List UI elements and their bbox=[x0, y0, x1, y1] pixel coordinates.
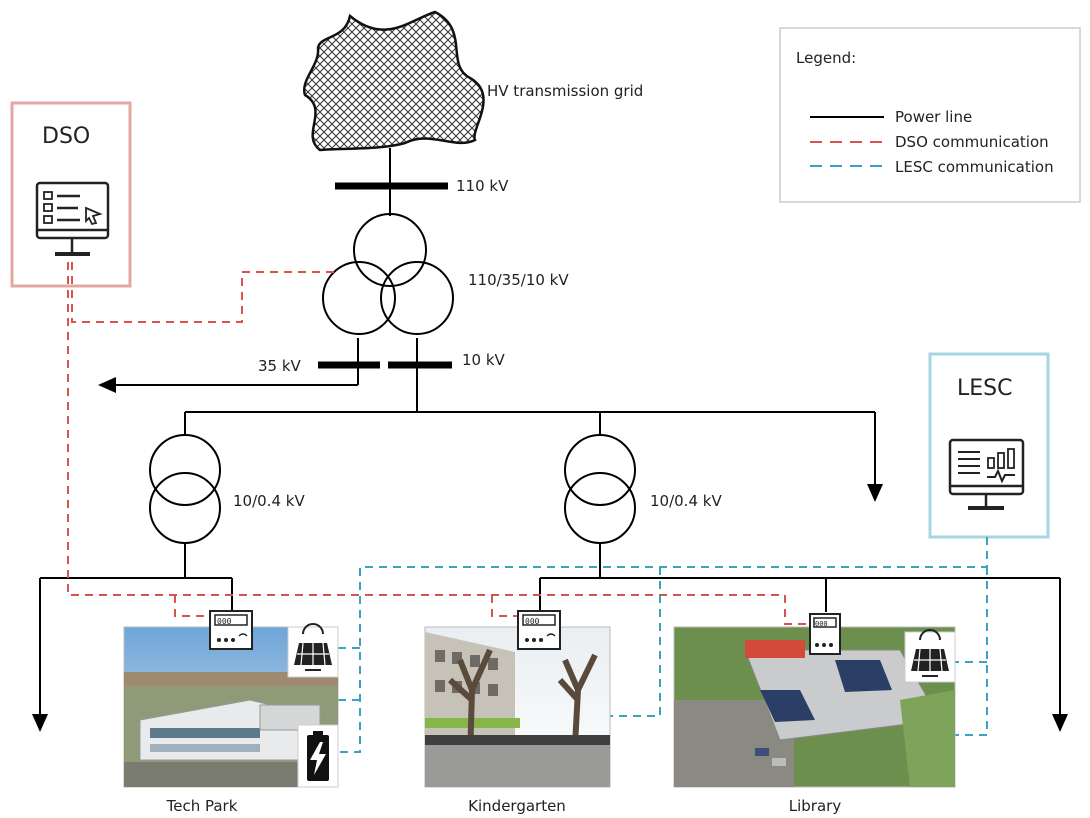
dso-label: DSO bbox=[42, 124, 90, 149]
smart-meter-icon: 000 bbox=[517, 610, 561, 650]
monitor-icon bbox=[35, 181, 110, 256]
battery-icon bbox=[297, 724, 339, 788]
kindergarten-label: Kindergarten bbox=[468, 797, 566, 815]
label-transformer-left: 10/0.4 kV bbox=[233, 492, 305, 510]
legend-title: Legend: bbox=[796, 49, 856, 67]
library-label: Library bbox=[789, 797, 842, 815]
svg-text:000: 000 bbox=[815, 620, 828, 628]
smart-meter-icon: 000 bbox=[209, 610, 253, 650]
legend-item-dso: DSO communication bbox=[895, 133, 1049, 151]
legend: Legend: Power line DSO communication LES… bbox=[779, 27, 1081, 203]
label-35kv: 35 kV bbox=[258, 357, 302, 375]
transformer-right bbox=[564, 434, 636, 544]
legend-item-power: Power line bbox=[895, 108, 972, 126]
hv-grid: HV transmission grid bbox=[302, 10, 643, 152]
site-kindergarten[interactable]: 000 Kindergarten bbox=[424, 610, 611, 815]
dso-communication-lines bbox=[67, 262, 808, 625]
site-library[interactable]: 000 Library bbox=[673, 613, 956, 815]
svg-text:000: 000 bbox=[525, 617, 540, 626]
smart-meter-icon: 000 bbox=[809, 613, 841, 655]
site-tech-park[interactable]: 000 Tech Park bbox=[123, 610, 339, 815]
svg-text:000: 000 bbox=[217, 617, 232, 626]
solar-panel-icon bbox=[287, 623, 339, 678]
hv-grid-label: HV transmission grid bbox=[487, 82, 643, 100]
label-10kv: 10 kV bbox=[462, 351, 506, 369]
label-transformer-main: 110/35/10 kV bbox=[468, 271, 569, 289]
transformer-left bbox=[149, 434, 221, 544]
label-transformer-right: 10/0.4 kV bbox=[650, 492, 722, 510]
busbars bbox=[318, 182, 452, 369]
legend-item-lesc: LESC communication bbox=[895, 158, 1054, 176]
label-110kv: 110 kV bbox=[456, 177, 509, 195]
analytics-monitor-icon bbox=[948, 438, 1025, 510]
lesc-label: LESC bbox=[957, 376, 1012, 401]
hv-grid-cloud bbox=[302, 10, 485, 152]
dso-box[interactable]: DSO bbox=[10, 101, 132, 288]
solar-panel-icon bbox=[904, 629, 956, 683]
lesc-communication-lines bbox=[338, 537, 988, 753]
tech-park-label: Tech Park bbox=[166, 797, 238, 815]
lesc-box[interactable]: LESC bbox=[928, 352, 1050, 539]
transformer-main bbox=[322, 213, 454, 335]
